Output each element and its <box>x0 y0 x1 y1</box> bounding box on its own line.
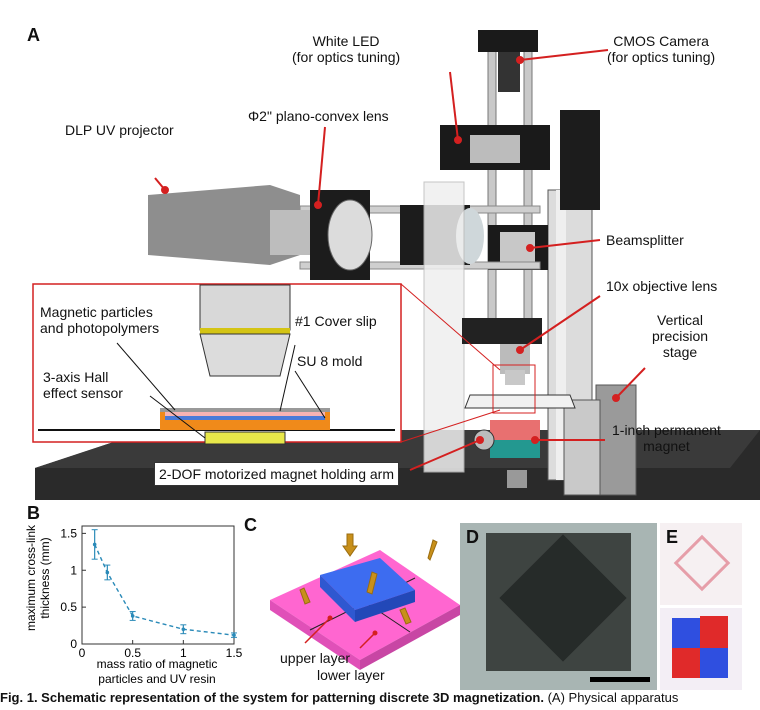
cover-slip <box>160 408 330 412</box>
x-axis-label-line1: mass ratio of magnetic <box>97 657 218 671</box>
micrograph-d <box>460 523 657 690</box>
lower-layer-label: lower layer <box>317 667 385 683</box>
cmos-camera-body <box>478 30 538 52</box>
holding-arm-label: 2-DOF motorized magnet holding arm <box>154 462 399 486</box>
permanent-magnet <box>490 420 540 440</box>
plot-frame <box>81 525 235 645</box>
y-axis-label-line1: maximum cross-link <box>24 524 38 631</box>
magnetization-arrows <box>299 533 438 625</box>
crosslink-thickness-chart: 0 0.5 1 1.5 0 0.5 1 1.5 maximum cross-link thic… <box>24 524 243 686</box>
y-tick-label: 1 <box>70 563 77 577</box>
y-axis-label-line2: thickness (mm) <box>38 537 52 618</box>
cmos-camera-label: CMOS Camera(for optics tuning) <box>607 33 716 65</box>
magnetization-map-top <box>660 523 742 605</box>
data-point <box>130 614 135 618</box>
figure-caption: Fig. 1. Schematic representation of the … <box>0 690 679 705</box>
data-point <box>181 627 186 632</box>
x-tick-label: 1.5 <box>226 646 243 660</box>
x-axis-label-line2: particles and UV resin <box>98 672 215 686</box>
x-tick-label: 0.5 <box>124 646 141 660</box>
data-point <box>232 633 236 637</box>
dlp-projector <box>148 185 300 265</box>
hall-sensor <box>204 431 286 445</box>
panel-letter-e: E <box>666 527 679 547</box>
panel-letter-b: B <box>27 503 40 523</box>
upper-layer-block <box>320 558 415 610</box>
plano-convex-label: Φ2" plano-convex lens <box>248 108 389 124</box>
photopolymer-layer <box>165 416 325 420</box>
scale-bar <box>590 677 650 682</box>
apparatus-illustration <box>32 30 760 500</box>
upper-layer-label: upper layer <box>280 650 351 666</box>
panel-letter-d: D <box>466 527 479 547</box>
data-point <box>105 570 110 575</box>
diamond-outline-map <box>673 534 731 592</box>
panel-letter-a: A <box>27 25 40 45</box>
objective-mount <box>462 318 542 344</box>
y-tick-label: 1.5 <box>60 526 77 540</box>
column-top-block <box>560 110 600 210</box>
inset-objective <box>199 284 291 331</box>
y-tick-label: 0 <box>70 637 77 651</box>
white-led-label: White LED(for optics tuning) <box>292 33 401 65</box>
y-tick-label: 0.5 <box>60 600 77 614</box>
data-point <box>92 542 97 547</box>
x-tick-label: 0 <box>79 646 86 660</box>
layer-schematic <box>270 533 460 670</box>
su8-mold-label: SU 8 mold <box>297 353 363 369</box>
objective-label: 10x objective lens <box>606 278 718 294</box>
dlp-projector-label: DLP UV projector <box>65 122 174 138</box>
series-line <box>94 544 235 636</box>
panel-letter-c: C <box>244 515 257 535</box>
magnetization-map-bottom <box>660 608 742 690</box>
beamsplitter-label: Beamsplitter <box>606 232 684 248</box>
cover-slip-label: #1 Cover slip <box>295 313 377 329</box>
x-tick-label: 1 <box>180 646 187 660</box>
